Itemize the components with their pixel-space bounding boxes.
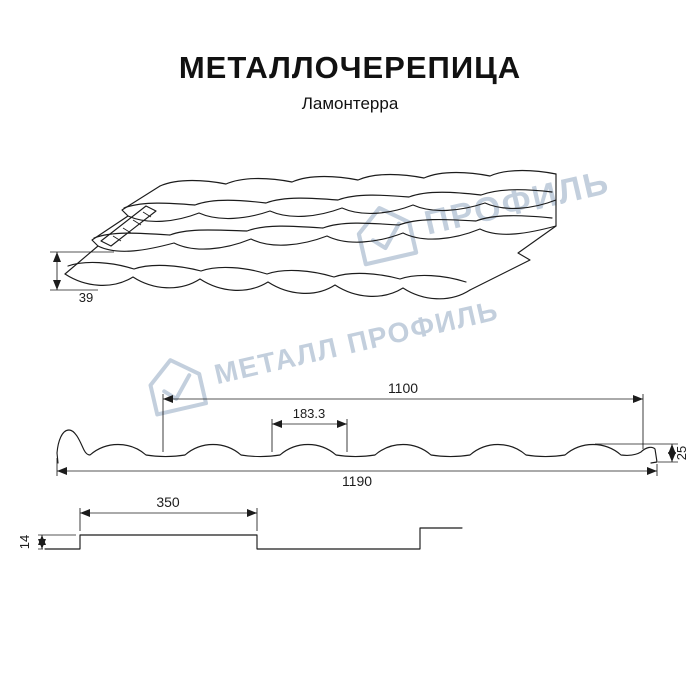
dim-full-width: 1190	[56, 458, 658, 489]
dim-cover-width: 1100	[162, 380, 644, 452]
row-crest-line	[93, 215, 553, 239]
dim-step-height-label: 14	[17, 535, 32, 549]
dim-module-width-label: 183.3	[293, 406, 326, 421]
dim-full-width-label: 1190	[342, 473, 372, 489]
step-profile-line	[44, 527, 463, 550]
longitudinal-section-drawing: 350 14	[17, 494, 463, 550]
edge-strip-hatch	[112, 211, 152, 242]
dim-wave-height: 25	[595, 443, 689, 463]
page-header: МЕТАЛЛОЧЕРЕПИЦА Ламонтерра	[0, 50, 700, 114]
perspective-view-drawing: 39	[50, 169, 557, 305]
row-step-edge	[97, 225, 557, 252]
row-step-edge	[127, 199, 557, 222]
sheet-left-stepped-edge	[64, 185, 161, 275]
dim-wave-height-label: 25	[674, 446, 689, 460]
row-crest-line	[123, 189, 553, 209]
dim-sheet-height: 39	[50, 251, 114, 305]
dim-module-width: 183.3	[271, 406, 348, 452]
sheet-cut-edge	[469, 225, 557, 291]
dim-step-height: 14	[17, 534, 76, 550]
cross-section-drawing: 1100 183.3 25 1190	[56, 380, 689, 489]
page-title: МЕТАЛЛОЧЕРЕПИЦА	[178, 50, 522, 85]
wave-profile-line	[56, 429, 658, 464]
row-crest-line	[67, 261, 467, 283]
sheet-top-edge	[159, 169, 557, 187]
edge-strip	[100, 205, 157, 247]
dim-cover-width-label: 1100	[388, 380, 418, 396]
dim-module-length: 350	[79, 494, 258, 531]
dim-sheet-height-label: 39	[79, 290, 93, 305]
sheet-front-edge	[64, 273, 471, 300]
dim-module-length-label: 350	[156, 494, 180, 510]
page-subtitle: Ламонтерра	[301, 94, 399, 113]
